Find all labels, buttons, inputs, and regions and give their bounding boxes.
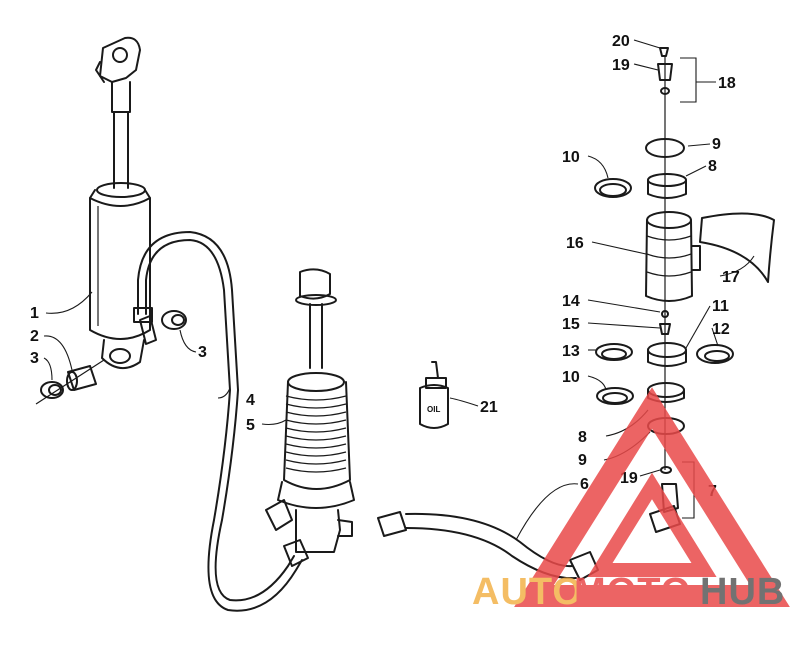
leader-lines [43, 39, 755, 541]
label-1: 1 [30, 305, 39, 322]
reservoir-spring-coils [285, 395, 347, 473]
label-5: 5 [246, 417, 255, 434]
watermark-auto: AUTO [472, 571, 583, 613]
oil-bottle-label: OIL [427, 405, 440, 414]
part-number-labels: 1 2 3 3 4 5 6 7 8 8 9 9 10 10 11 12 13 1… [30, 33, 740, 500]
label-3-left: 3 [30, 350, 39, 367]
watermark-hub: HUB [700, 571, 785, 613]
label-12: 12 [712, 321, 730, 338]
label-20: 20 [612, 33, 630, 50]
watermark-moto: MOTO [574, 571, 691, 613]
shock-absorber-body [89, 36, 157, 369]
label-8-bottom: 8 [578, 429, 587, 446]
label-19-bottom: 19 [620, 470, 638, 487]
oil-bottle [419, 361, 449, 429]
label-17: 17 [722, 269, 740, 286]
label-4: 4 [246, 392, 255, 409]
hydraulic-hose [133, 231, 303, 612]
automotohub-watermark: AUTO MOTO HUB [472, 387, 790, 613]
label-11: 11 [712, 298, 729, 315]
label-13: 13 [562, 343, 580, 360]
watermark-inner-triangle [587, 472, 717, 577]
label-9-top: 9 [712, 136, 721, 153]
label-6: 6 [580, 476, 589, 493]
label-10-bottom: 10 [562, 369, 580, 386]
label-9-bottom: 9 [578, 452, 587, 469]
label-21: 21 [480, 399, 498, 416]
bushing-parts [35, 310, 187, 405]
label-10-top: 10 [562, 149, 580, 166]
label-19-top: 19 [612, 57, 630, 74]
label-16: 16 [566, 235, 584, 252]
label-2: 2 [30, 328, 39, 345]
label-15: 15 [562, 316, 580, 333]
remote-reservoir [265, 268, 355, 567]
watermark-triangle [514, 387, 790, 607]
label-14: 14 [562, 293, 580, 310]
label-3-right: 3 [198, 344, 207, 361]
label-8-top: 8 [708, 158, 717, 175]
label-18: 18 [718, 75, 736, 92]
